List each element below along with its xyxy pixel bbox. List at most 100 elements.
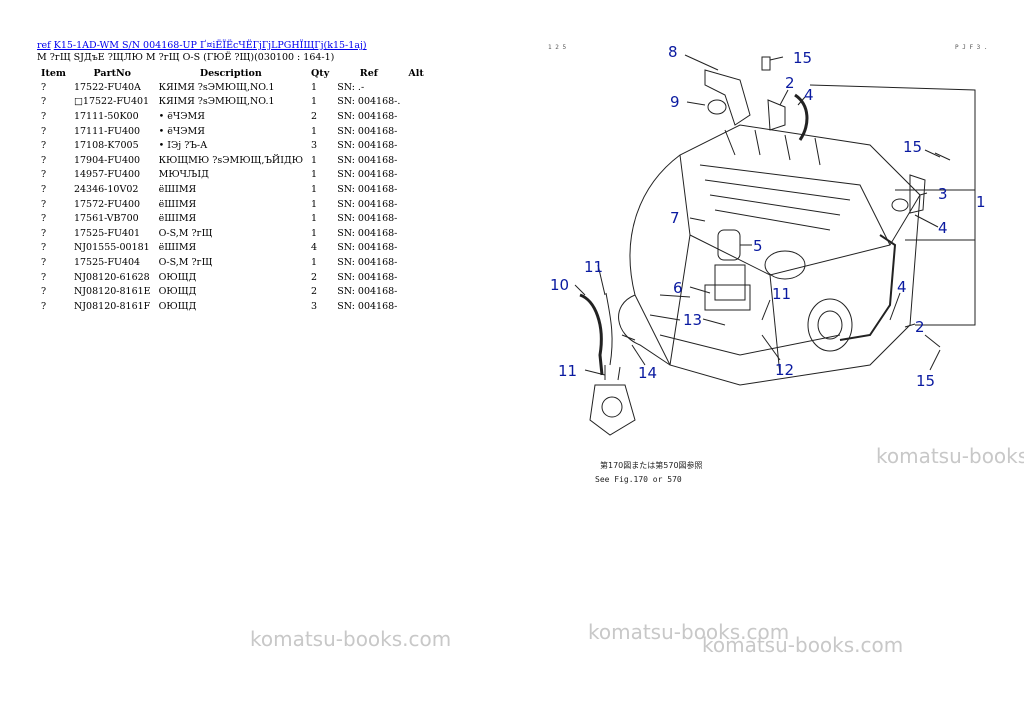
cell-qty: 1	[311, 81, 318, 93]
cell-ref: SN: 004168-	[337, 110, 398, 122]
cell-qty: 1	[311, 198, 318, 210]
cell-ref: SN: 004168-	[337, 271, 398, 283]
cell-alt	[404, 255, 427, 270]
callout-12: 12	[775, 361, 794, 379]
cell-part-no: 17108-K7005	[73, 140, 139, 152]
cell-qty: 1	[311, 183, 318, 195]
cell-item: ?	[41, 81, 47, 93]
cell-part-no: 14957-FU400	[73, 169, 141, 181]
cell-part-no: 17111-50K00	[73, 110, 139, 122]
watermark: komatsu-books.com	[588, 620, 790, 644]
callout-11: 11	[772, 285, 791, 303]
cell-item: ?	[41, 242, 47, 254]
cell-item: ?	[41, 110, 47, 122]
cell-alt	[404, 226, 427, 241]
callout-4: 4	[938, 219, 948, 237]
cell-part-no: 24346-10V02	[73, 183, 139, 195]
cell-qty: 1	[311, 169, 318, 181]
cell-alt	[404, 153, 427, 168]
diagram-caption-en: See Fig.170 or 570	[595, 475, 682, 484]
cell-qty: 1	[311, 125, 318, 137]
callout-6: 6	[673, 279, 683, 297]
cell-alt	[404, 270, 427, 285]
callout-14: 14	[638, 364, 657, 382]
cell-ref: SN: 004168-	[337, 300, 398, 312]
cell-alt	[404, 124, 427, 139]
callout-4: 4	[804, 86, 814, 104]
document-header: ref K15-1AD-WM S/N 004168-UP Ґ¤іЁЇЁсЧЁГј…	[37, 40, 367, 64]
callout-15: 15	[903, 138, 922, 156]
cell-description: ОЮЩД	[158, 271, 197, 283]
cell-qty: 2	[311, 286, 318, 298]
cell-description: МЮЧЉIД	[158, 169, 209, 181]
cell-description: • IЭj ?Ъ-А	[158, 140, 208, 152]
cell-description: О-S,М ?гЩ	[158, 227, 213, 239]
cell-qty: 2	[311, 110, 318, 122]
watermark: komatsu-books.com	[702, 633, 904, 657]
cell-alt	[404, 95, 427, 110]
callout-13: 13	[683, 311, 702, 329]
cell-item: ?	[41, 96, 47, 108]
callout-8: 8	[668, 43, 678, 61]
cell-ref: SN: 004168-.	[337, 96, 401, 108]
cell-description: ОЮЩД	[158, 286, 197, 298]
cell-part-no: 17111-FU400	[73, 125, 141, 137]
cell-description: КЮЩМЮ ?sЭМЮЩ,ЪЙIДЮ	[158, 154, 304, 166]
callout-11: 11	[584, 258, 603, 276]
cell-alt	[404, 138, 427, 153]
cell-part-no: 17904-FU400	[73, 154, 141, 166]
cell-qty: 2	[311, 271, 318, 283]
diagram-caption-jp: 第170図または第570図参照	[600, 460, 703, 470]
column-header-item: Item	[41, 67, 66, 79]
cell-part-no: NJ08120-8161E	[73, 286, 151, 298]
engine-block-drawing	[574, 54, 976, 436]
cell-description: ёШIМЯ	[158, 198, 197, 210]
cell-description: КЯIМЯ ?sЭМЮЩ,NO.1	[158, 81, 275, 93]
cell-part-no: 17525-FU404	[73, 256, 141, 268]
cell-alt	[404, 299, 427, 314]
cell-item: ?	[41, 183, 47, 195]
diagram-corner-left: 1 2 5	[548, 44, 567, 51]
model-link[interactable]: K15-1AD-WM S/N 004168-UP Ґ¤іЁЇЁсЧЁГјГјLP…	[53, 40, 367, 51]
cell-alt	[404, 284, 427, 299]
cell-item: ?	[41, 140, 47, 152]
cell-ref: SN: 004168-	[337, 227, 398, 239]
diagram-corner-right: P J F 3 .	[955, 44, 988, 51]
cell-alt	[404, 109, 427, 124]
callout-15: 15	[793, 49, 812, 67]
callout-1: 1	[976, 193, 986, 211]
cell-description: ёШIМЯ	[158, 213, 197, 225]
cell-qty: 1	[311, 154, 318, 166]
callout-2: 2	[915, 318, 925, 336]
column-header-alt: Alt	[408, 67, 424, 79]
cell-qty: 4	[311, 242, 318, 254]
column-header-description: Description	[199, 67, 262, 79]
cell-qty: 3	[311, 140, 318, 152]
cell-alt	[404, 241, 427, 256]
cell-qty: 1	[311, 213, 318, 225]
cell-ref: SN: 004168-	[337, 198, 398, 210]
cell-alt	[404, 211, 427, 226]
cell-ref: SN: 004168-	[337, 256, 398, 268]
ref-link[interactable]: ref	[37, 40, 51, 51]
column-header-ref: Ref	[359, 67, 378, 79]
callout-10: 10	[550, 276, 569, 294]
section-title: М ?гЩ SJДъЕ ?ЩЛЮ М ?гЩ О-S (ГЮЁ ?Щ)(0301…	[37, 52, 335, 63]
cell-ref: SN: 004168-	[337, 183, 398, 195]
cell-item: ?	[41, 213, 47, 225]
cell-ref: SN: 004168-	[337, 169, 398, 181]
